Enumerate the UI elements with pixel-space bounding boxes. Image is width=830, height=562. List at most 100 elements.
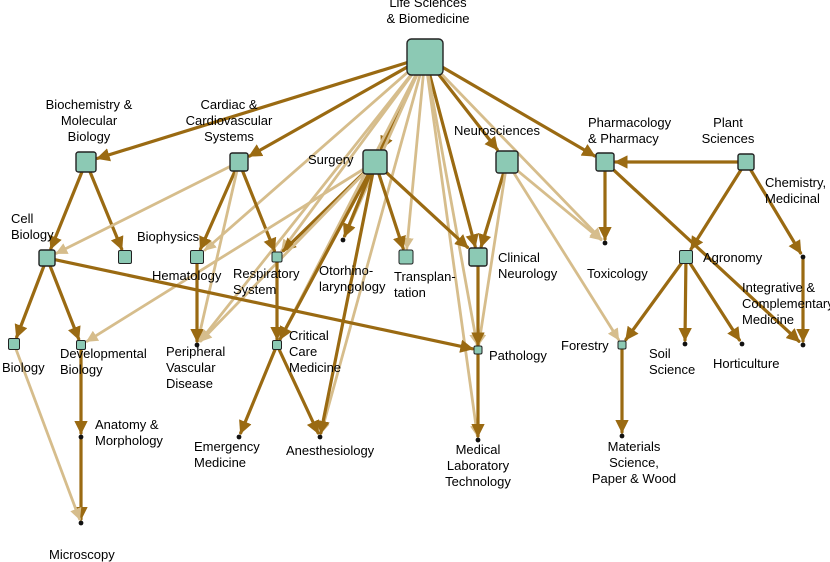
node-anatomy [78,434,84,440]
edge-plant-to-agron [689,168,743,251]
edge-cardiac-to-periph [194,169,239,343]
node-agron [679,250,693,264]
node-hemat [190,250,204,264]
edge-cardiac-to-cellbio [55,165,232,255]
edge-pharm-to-integr [612,168,801,343]
edge-neuro-to-patho [474,171,507,346]
label-line: Anatomy & [95,417,159,432]
node-patho [473,345,483,355]
label-line: System [233,282,276,297]
label-patho: Pathology [489,348,547,363]
node-biology [8,338,20,350]
label-hemat: Hematology [152,268,222,283]
node-surgery [362,149,388,175]
edge-root-to-hemat [203,71,409,252]
node-clinneuro [468,247,488,267]
edge-root-to-neuro [437,73,499,152]
label-line: Care [289,344,317,359]
label-line: Medicine [194,455,246,470]
label-line: Respiratory [233,266,300,281]
label-line: Biophysics [137,229,200,244]
edge-biochem-to-cellbio [49,170,84,251]
node-plant [737,153,755,171]
edge-neuro-to-tox [516,169,603,242]
node-anesth [317,434,323,440]
label-line: Cardiovascular [186,113,273,128]
edge-surgery-to-devbio [85,168,365,343]
edge-cellbio-to-patho [53,258,475,353]
label-line: Pharmacology [588,115,672,130]
edge-root-to-anesth [318,73,422,435]
node-devbio [76,340,86,350]
label-line: Morphology [95,433,163,448]
edge-biochem-to-biophys [88,170,124,251]
label-line: Chemistry, [765,175,826,190]
label-line: Vascular [166,360,216,375]
node-transpl [398,249,414,265]
edges-layer [14,60,810,521]
label-line: Toxicology [587,266,648,281]
label-chemmed: Chemistry,Medicinal [765,175,826,206]
label-line: Developmental [60,346,147,361]
node-micro [78,520,84,526]
edge-root-to-biochem [95,60,409,162]
edge-agron-to-forestry [624,261,683,342]
label-line: Biology [68,129,111,144]
label-line: Cell [11,211,34,226]
node-chemmed [800,254,806,260]
edge-root-to-clinneuro [428,73,479,249]
node-forestry [617,340,627,350]
node-cellbio [38,249,56,267]
label-surgery: Surgery [308,152,354,167]
edge-root-to-tox [440,73,603,241]
node-emerg [236,434,242,440]
node-integr [800,342,806,348]
label-line: Biology [11,227,54,242]
edge-neuro-to-forestry [512,171,620,341]
label-line: Science [649,362,695,377]
label-line: Pathology [489,348,547,363]
label-hort: Horticulture [713,356,779,371]
label-line: & Pharmacy [588,131,659,146]
edge-cardiac-to-hemat [198,169,237,251]
label-agron: Agronomy [703,250,763,265]
label-line: Biology [60,362,103,377]
label-line: Systems [204,129,254,144]
edge-surgery-to-transpl [377,172,406,251]
node-periph [194,342,200,348]
label-line: Hematology [152,268,222,283]
label-line: Medicine [289,360,341,375]
label-line: Surgery [308,152,354,167]
label-line: Otorhino- [319,263,373,278]
edge-cellbio-to-biology [14,264,46,339]
label-root: Life Sciences& Biomedicine [386,0,469,26]
node-pharm [595,152,615,172]
edge-root-to-transpl [401,73,425,250]
label-line: Agronomy [703,250,763,265]
label-neuro: Neurosciences [454,123,540,138]
node-neuro [495,150,519,174]
label-line: Clinical [498,250,540,265]
edge-root-to-medlab [426,73,482,438]
label-oto: Otorhino-laryngology [319,263,386,294]
label-line: Soil [649,346,671,361]
node-resp [271,251,283,263]
label-line: Critical [289,328,329,343]
label-transpl: Transplan-tation [394,269,456,300]
label-line: Microscopy [49,547,115,562]
label-anatomy: Anatomy &Morphology [95,417,163,448]
label-line: Forestry [561,338,609,353]
